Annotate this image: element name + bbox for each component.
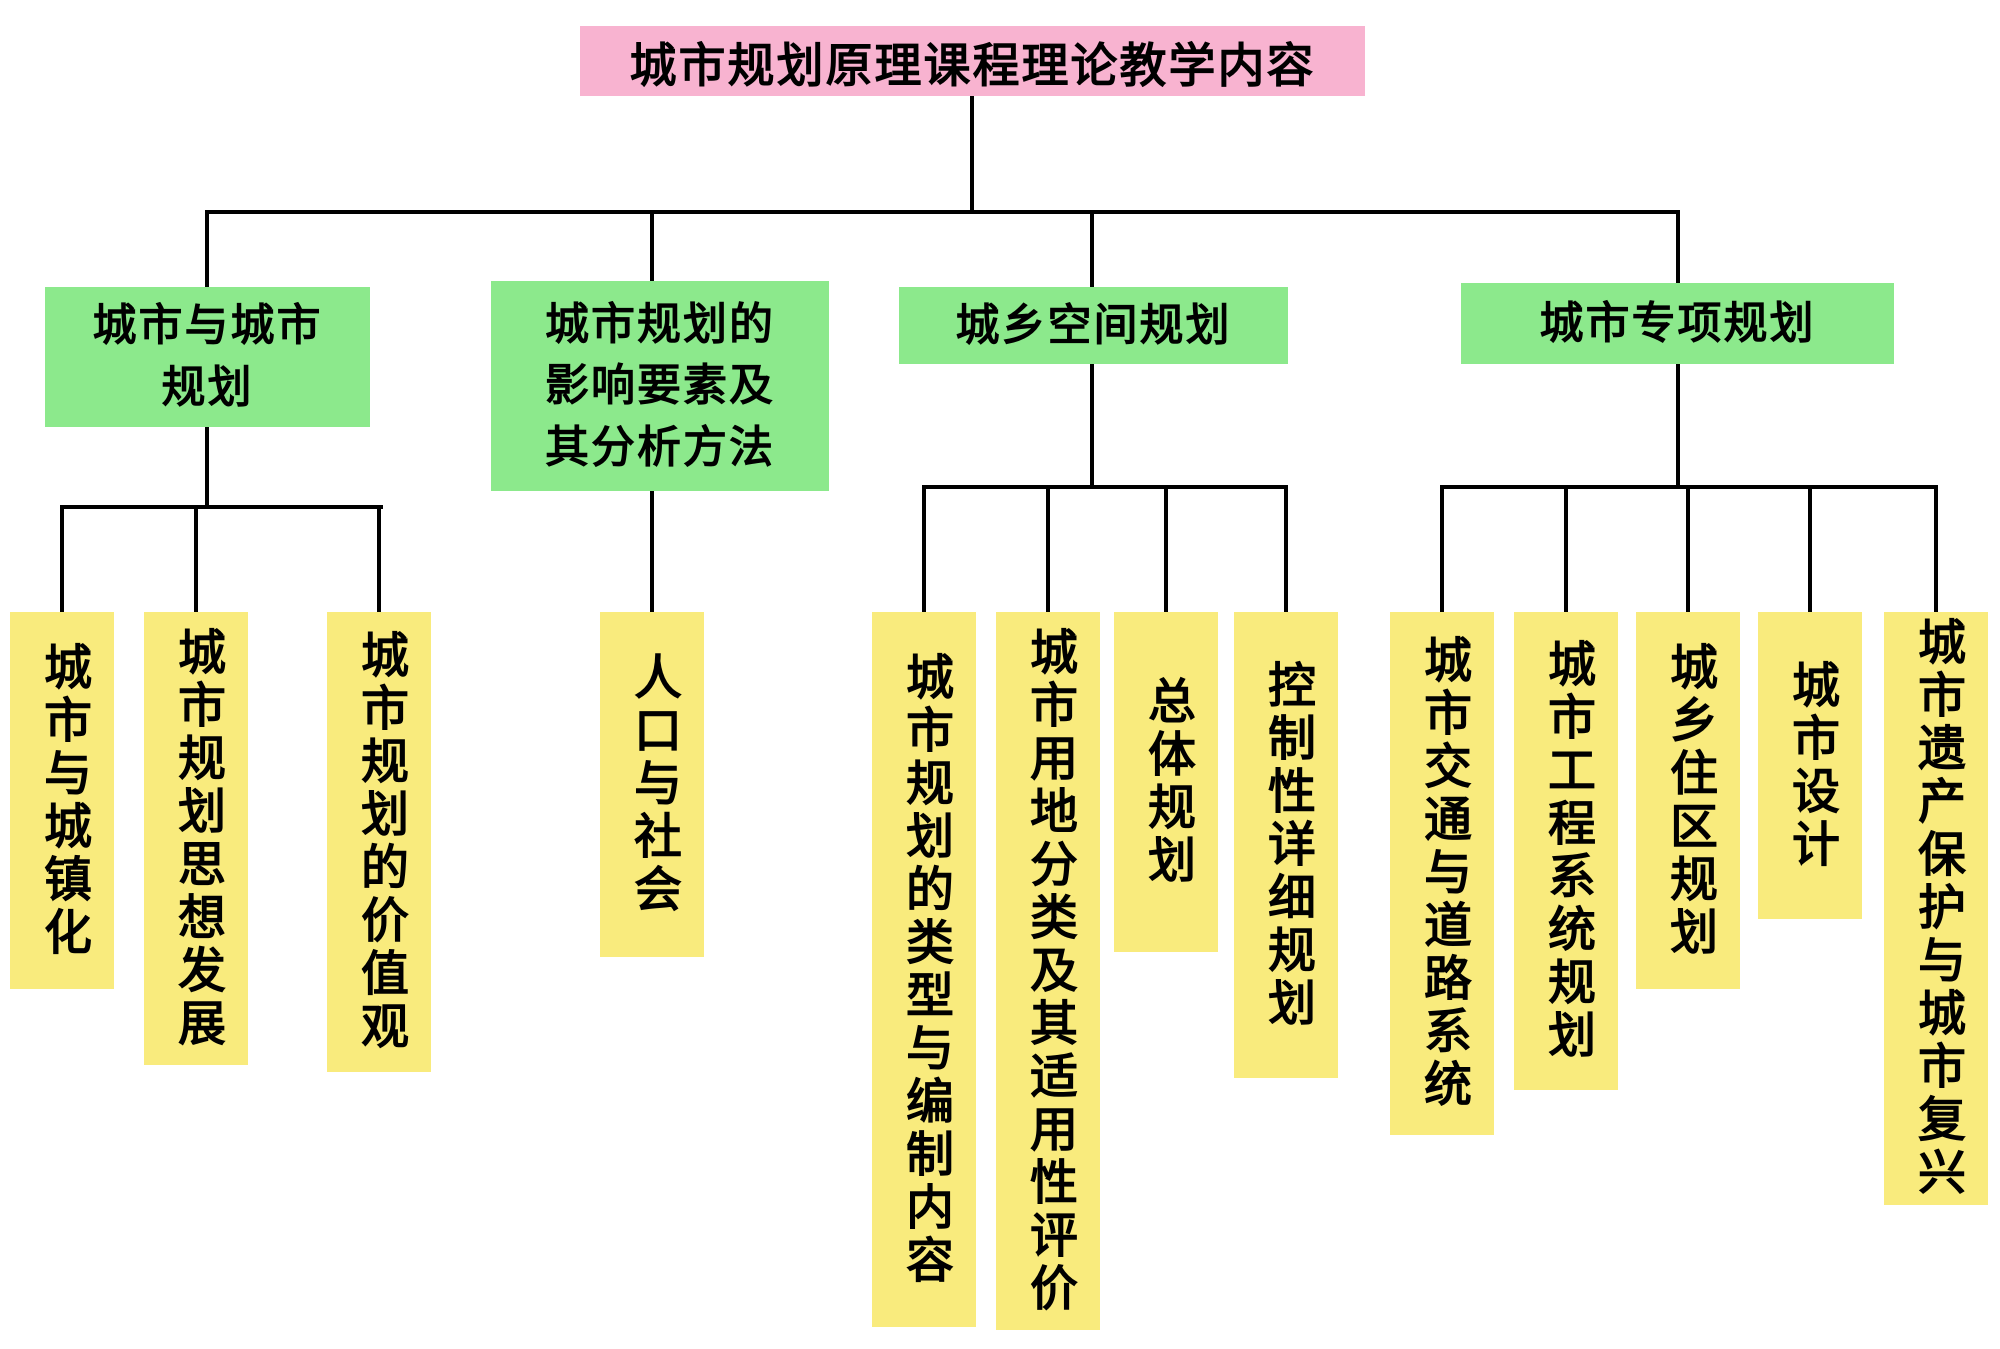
- leaf-node-master-planning: 总体规划: [1114, 612, 1218, 952]
- connector-line: [1164, 485, 1168, 615]
- leaf-node-planning-values: 城市规划的价值观: [327, 612, 431, 1072]
- connector-line: [205, 210, 209, 290]
- leaf-node-land-classification-evaluation: 城市用地分类及其适用性评价: [996, 612, 1100, 1330]
- branch-node-urban-special-planning: 城市专项规划: [1461, 283, 1894, 364]
- connector-line: [205, 427, 209, 509]
- leaf-node-planning-thought-development: 城市规划思想发展: [144, 612, 248, 1065]
- connector-line: [377, 505, 381, 615]
- connector-line: [922, 485, 1288, 489]
- branch-node-influencing-factors: 城市规划的影响要素及其分析方法: [491, 281, 829, 491]
- branch-node-urban-rural-spatial-planning: 城乡空间规划: [899, 287, 1288, 364]
- connector-line: [922, 485, 926, 615]
- connector-line: [1090, 364, 1094, 489]
- connector-line: [1676, 210, 1680, 286]
- connector-line: [60, 505, 64, 615]
- connector-line: [1440, 485, 1444, 615]
- connector-line: [1090, 210, 1094, 290]
- connector-line: [194, 505, 198, 615]
- connector-line: [60, 505, 383, 509]
- connector-line: [205, 210, 1680, 214]
- connector-line: [970, 96, 974, 214]
- connector-line: [1676, 364, 1680, 489]
- connector-line: [650, 210, 654, 284]
- leaf-node-population-and-society: 人口与社会: [600, 612, 704, 957]
- leaf-node-heritage-protection-renewal: 城市遗产保护与城市复兴: [1884, 612, 1988, 1205]
- connector-line: [1564, 485, 1568, 615]
- branch-node-city-and-planning: 城市与城市规划: [45, 287, 370, 427]
- connector-line: [1808, 485, 1812, 615]
- connector-line: [1686, 485, 1690, 615]
- leaf-node-residential-area-planning: 城乡住区规划: [1636, 612, 1740, 989]
- leaf-node-regulatory-detailed-planning: 控制性详细规划: [1234, 612, 1338, 1078]
- leaf-node-engineering-systems-planning: 城市工程系统规划: [1514, 612, 1618, 1090]
- connector-line: [1934, 485, 1938, 615]
- leaf-node-planning-types-and-content: 城市规划的类型与编制内容: [872, 612, 976, 1327]
- connector-line: [650, 491, 654, 615]
- leaf-node-transport-and-road-systems: 城市交通与道路系统: [1390, 612, 1494, 1135]
- root-node-course-content: 城市规划原理课程理论教学内容: [580, 26, 1365, 96]
- connector-line: [1284, 485, 1288, 615]
- leaf-node-urban-design: 城市设计: [1758, 612, 1862, 919]
- connector-line: [1046, 485, 1050, 615]
- leaf-node-urbanization: 城市与城镇化: [10, 612, 114, 989]
